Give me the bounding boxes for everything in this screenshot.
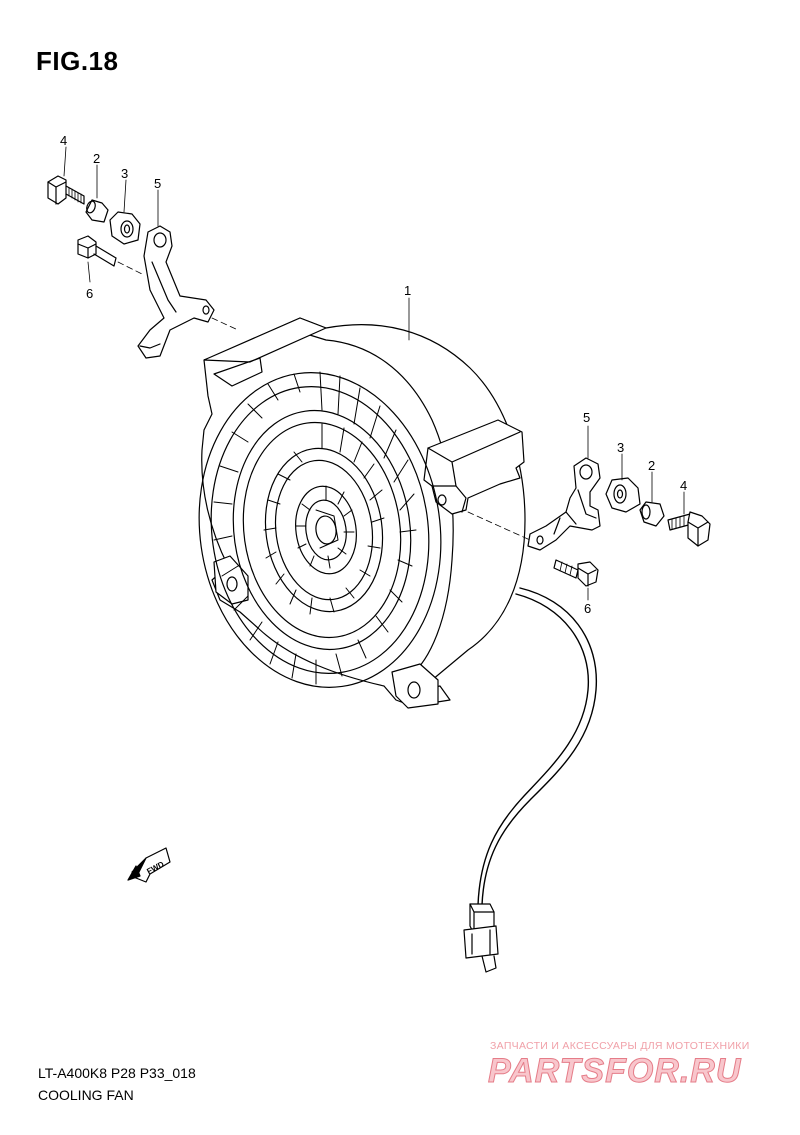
callout-left-6: 6 [86, 286, 93, 301]
right-screw-part-6[interactable] [553, 559, 599, 587]
cooling-fan-assembly-part-1[interactable] [179, 317, 526, 709]
callout-right-2: 2 [648, 458, 655, 473]
fan-connector[interactable] [463, 903, 499, 973]
watermark-brand: PARTSFOR.RU [487, 1052, 742, 1091]
left-collar-part-2[interactable] [85, 199, 109, 223]
callout-left-4: 4 [60, 133, 67, 148]
left-bracket-part-5[interactable] [137, 225, 215, 359]
right-bracket-part-5[interactable] [527, 457, 601, 551]
right-collar-part-2[interactable] [639, 501, 665, 527]
callout-right-3: 3 [617, 440, 624, 455]
footer-part-name: COOLING FAN [38, 1087, 134, 1103]
watermark-subtitle: ЗАПЧАСТИ И АКСЕССУАРЫ ДЛЯ МОТОТЕХНИКИ [490, 1040, 750, 1052]
fwd-arrow-icon [127, 847, 171, 883]
callout-right-4: 4 [680, 478, 687, 493]
callout-left-2: 2 [93, 151, 100, 166]
left-bolt-part-4[interactable] [47, 175, 85, 205]
fan-wire-harness [477, 587, 598, 906]
left-grommet-part-3[interactable] [109, 211, 141, 245]
footer-model-code: LT-A400K8 P28 P33_018 [38, 1065, 196, 1081]
callout-left-5: 5 [154, 176, 161, 191]
callout-main-1: 1 [404, 283, 411, 298]
figure-title: FIG.18 [36, 46, 119, 76]
right-grommet-part-3[interactable] [605, 477, 641, 513]
callout-left-3: 3 [121, 166, 128, 181]
left-screw-part-6[interactable] [77, 235, 117, 267]
right-bolt-part-4[interactable] [667, 511, 711, 547]
callout-right-6: 6 [584, 601, 591, 616]
callout-right-5: 5 [583, 410, 590, 425]
